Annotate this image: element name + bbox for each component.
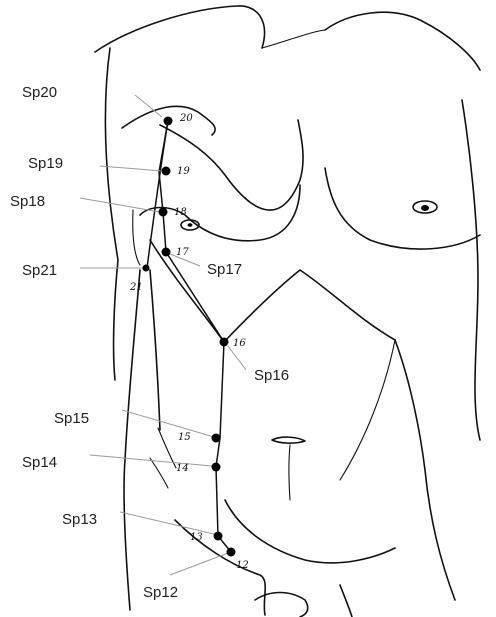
right-flank	[395, 340, 455, 600]
right-pectoral	[325, 168, 480, 249]
point-sp14	[212, 463, 221, 472]
number-sp13: 13	[190, 532, 203, 543]
abdominal-crease	[225, 500, 395, 563]
label-sp12: Sp12	[143, 584, 178, 601]
number-sp15: 15	[178, 432, 191, 443]
leader-sp14	[90, 455, 212, 466]
point-sp17	[162, 248, 171, 257]
left-flank-inner	[150, 270, 160, 430]
leader-sp13	[120, 512, 214, 534]
number-sp16: 16	[233, 338, 246, 349]
point-sp15	[212, 434, 221, 443]
right-body-contour	[462, 100, 480, 440]
point-sp21	[143, 265, 150, 272]
body-outline	[95, 6, 480, 617]
right-inguinal	[340, 585, 352, 617]
label-sp16: Sp16	[254, 367, 289, 384]
leader-sp12	[170, 553, 228, 575]
leader-sp15	[122, 410, 214, 437]
right-rib-margin	[224, 270, 395, 342]
point-sp12	[227, 548, 236, 557]
spleen-meridian	[147, 121, 231, 552]
leader-sp20	[135, 95, 162, 117]
number-sp20: 20	[179, 113, 193, 124]
number-sp21: 21	[129, 282, 143, 293]
point-sp18	[159, 208, 168, 217]
leader-lines	[80, 95, 246, 575]
left-outer-arm	[105, 48, 118, 380]
label-sp14: Sp14	[22, 454, 57, 471]
point-labels: Sp20 Sp19 Sp18 Sp17 Sp21 Sp16 Sp15 Sp14 …	[10, 84, 289, 601]
right-flank-inner	[340, 340, 395, 480]
label-sp15: Sp15	[54, 410, 89, 427]
left-flank	[124, 270, 140, 610]
number-sp17: 17	[176, 247, 189, 258]
number-sp18: 18	[174, 207, 187, 218]
label-sp18: Sp18	[10, 193, 45, 210]
number-sp14: 14	[176, 463, 189, 474]
point-sp19	[162, 167, 171, 176]
hatch-stroke-2	[150, 458, 168, 488]
point-sp16	[220, 338, 229, 347]
leader-sp19	[100, 166, 162, 171]
navel	[272, 437, 305, 443]
meridian-upper	[159, 121, 231, 552]
left-axilla-line	[133, 210, 140, 265]
label-sp20: Sp20	[22, 84, 57, 101]
number-sp12: 12	[236, 560, 249, 571]
right-nipple-center	[421, 205, 429, 211]
label-sp19: Sp19	[28, 155, 63, 172]
pubic-line	[255, 593, 308, 617]
left-nipple-center	[188, 223, 193, 227]
acupoints	[143, 117, 236, 557]
label-sp21: Sp21	[22, 262, 57, 279]
leader-sp18	[80, 198, 160, 212]
left-shoulder-line	[95, 6, 265, 52]
neck-line	[262, 30, 325, 48]
point-sp20	[164, 117, 173, 126]
leader-sp16	[228, 346, 246, 370]
label-sp13: Sp13	[62, 511, 97, 528]
linea-alba	[289, 445, 290, 500]
right-shoulder-line	[325, 12, 480, 70]
number-sp19: 19	[177, 166, 190, 177]
point-sp13	[214, 532, 223, 541]
label-sp17: Sp17	[207, 261, 242, 278]
